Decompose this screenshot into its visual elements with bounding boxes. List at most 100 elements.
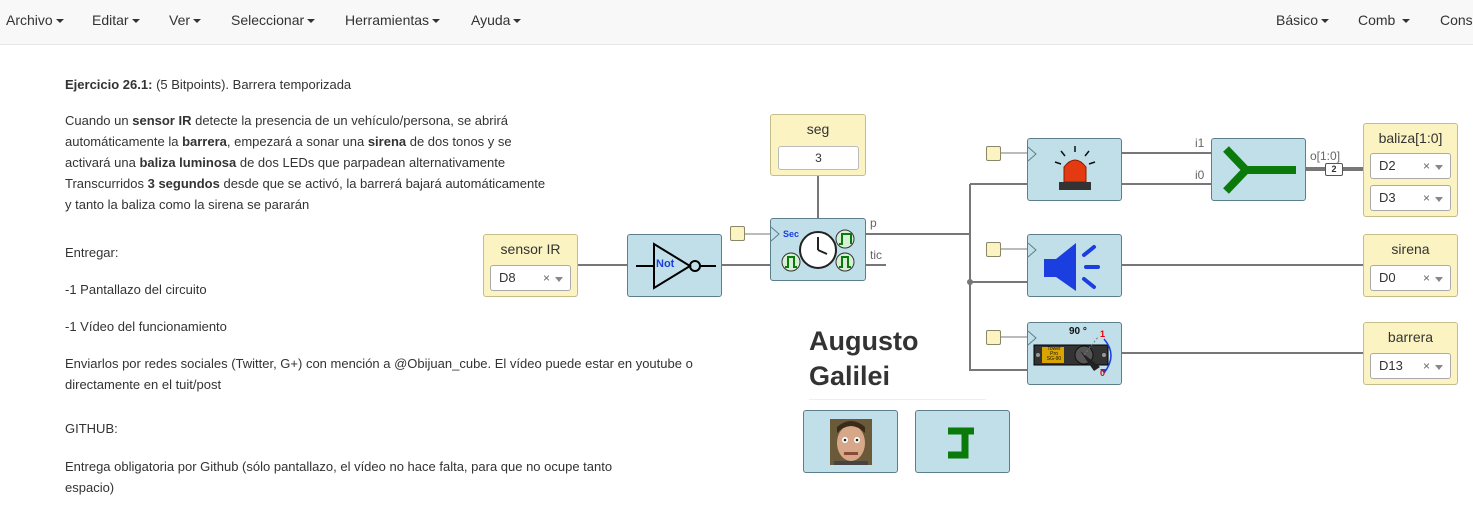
caret-down-icon [55,19,64,24]
text-run: baliza luminosa [139,155,237,170]
caret-down-icon [432,19,441,24]
servo-one-label: 1 [1100,329,1106,339]
pin-select-baliza-1[interactable]: D2 × [1370,153,1451,179]
menu-editar-label: Editar [92,12,129,28]
deliver-item-1: -1 Pantallazo del circuito [65,282,207,297]
pin-value: D3 [1379,190,1396,205]
collection-block[interactable] [915,410,1010,473]
text-run: de dos tonos y se [406,134,512,149]
menu-archivo-label: Archivo [6,12,53,28]
siren-checkbox[interactable] [986,242,1001,257]
caret-down-icon [1321,19,1330,24]
text-run: sensor IR [132,113,192,128]
text-run: , empezará a sonar una [226,134,368,149]
clear-icon[interactable]: × [1422,191,1430,205]
caret-down-icon [513,19,522,24]
author-avatar-block[interactable] [803,410,898,473]
deliver-item-2: -1 Vídeo del funcionamiento [65,319,227,334]
beacon-block[interactable] [1027,138,1122,201]
servo-angle-label: 90 ° [1069,326,1087,337]
chevron-down-icon[interactable] [555,277,563,282]
caret-down-icon [193,19,202,24]
caret-down-icon [131,19,140,24]
menu-archivo[interactable]: Archivo [6,0,64,45]
menu-editar[interactable]: Editar [92,0,140,45]
chevron-down-icon[interactable] [1435,277,1443,282]
beacon-checkbox[interactable] [986,146,1001,161]
servo-brand-line-1: Tower [1047,346,1061,352]
chevron-down-icon[interactable] [1435,165,1443,170]
pin-select-sensor-ir[interactable]: D8 × [490,265,571,291]
servo-brand-line-2: Pro [1050,351,1058,357]
menu-comb[interactable]: Comb [1358,0,1411,45]
output-barrera[interactable]: barrera D13 × [1363,322,1458,385]
speaker-icon [1027,242,1100,291]
siren-block[interactable] [1027,234,1122,297]
menu-seleccionar[interactable]: Seleccionar [231,0,316,45]
mux-port-i0: i0 [1195,168,1205,182]
text-run: detecte la presencia de un vehículo/pers… [191,113,509,128]
timer-clock-icon [770,226,855,272]
pin-select-barrera[interactable]: D13 × [1370,353,1451,379]
constant-seg[interactable]: seg 3 [770,114,866,176]
desc-line-1: Cuando un sensor IR detecte la presencia… [65,110,745,131]
author-last-name: Galilei [809,361,891,391]
pin-select-sirena[interactable]: D0 × [1370,265,1451,291]
menu-seleccionar-label: Seleccionar [231,12,305,28]
menu-ayuda[interactable]: Ayuda [471,0,522,45]
menu-cons[interactable]: Cons [1440,0,1473,45]
constant-seg-value[interactable]: 3 [778,146,859,170]
servo-checkbox[interactable] [986,330,1001,345]
exercise-title-rest: (5 Bitpoints). Barrera temporizada [152,77,352,92]
input-sensor-ir[interactable]: sensor IR D8 × [483,234,578,297]
timer-port-tic: tic [870,248,882,262]
timer-port-p: p [870,216,877,230]
timer-block[interactable]: Sec [770,218,866,281]
caret-down-icon [307,19,316,24]
not-gate-icon [636,242,716,290]
github-line-1: Entrega obligatoria por Github (sólo pan… [65,459,613,474]
output-sirena-label: sirena [1391,241,1430,257]
bus-width-badge: 2 [1325,163,1343,176]
output-barrera-label: barrera [1387,329,1434,345]
mux-block[interactable] [1211,138,1306,201]
menu-herramientas[interactable]: Herramientas [345,0,441,45]
timer-clock-checkbox[interactable] [730,226,745,241]
chevron-down-icon[interactable] [1435,197,1443,202]
deliver-heading: Entregar: [65,245,119,260]
text-run: barrera [182,134,227,149]
output-baliza[interactable]: baliza[1:0] D2 × D3 × [1363,123,1458,217]
author-divider [809,399,986,400]
output-baliza-label: baliza[1:0] [1378,130,1443,146]
not-gate-block[interactable]: Not [627,234,722,297]
menu-ver[interactable]: Ver [169,0,202,45]
clear-icon[interactable]: × [542,271,550,285]
pin-select-baliza-0[interactable]: D3 × [1370,185,1451,211]
pin-value: D8 [499,270,516,285]
output-sirena[interactable]: sirena D0 × [1363,234,1458,297]
pin-value: D13 [1379,358,1403,373]
menu-cons-label: Cons [1440,12,1473,28]
mux-port-i1: i1 [1195,136,1205,150]
timer-label: Sec [783,229,800,239]
servo-brand-line-3: SG-90 [1046,356,1062,362]
text-run: Transcurridos [65,176,148,191]
servo-motor-icon [1027,330,1112,374]
menu-comb-label: Comb [1358,12,1396,28]
desc-line-2: automáticamente la barrera, empezará a s… [65,131,745,152]
exercise-title: Ejercicio 26.1: (5 Bitpoints). Barrera t… [65,74,745,95]
clear-icon[interactable]: × [1422,159,1430,173]
constant-seg-label: seg [806,121,830,137]
menu-ver-label: Ver [169,12,191,28]
chevron-down-icon[interactable] [1435,365,1443,370]
desc-line-5: y tanto la baliza como la sirena se para… [65,197,310,212]
input-sensor-ir-label: sensor IR [500,241,561,257]
menu-bar: Archivo Editar Ver Seleccionar Herramien… [0,0,1473,45]
text-run: de dos LEDs que parpadean alternativamen… [236,155,506,170]
menu-basico[interactable]: Básico [1276,0,1330,45]
menu-basico-label: Básico [1276,12,1319,28]
clear-icon[interactable]: × [1422,271,1430,285]
clear-icon[interactable]: × [1422,359,1430,373]
